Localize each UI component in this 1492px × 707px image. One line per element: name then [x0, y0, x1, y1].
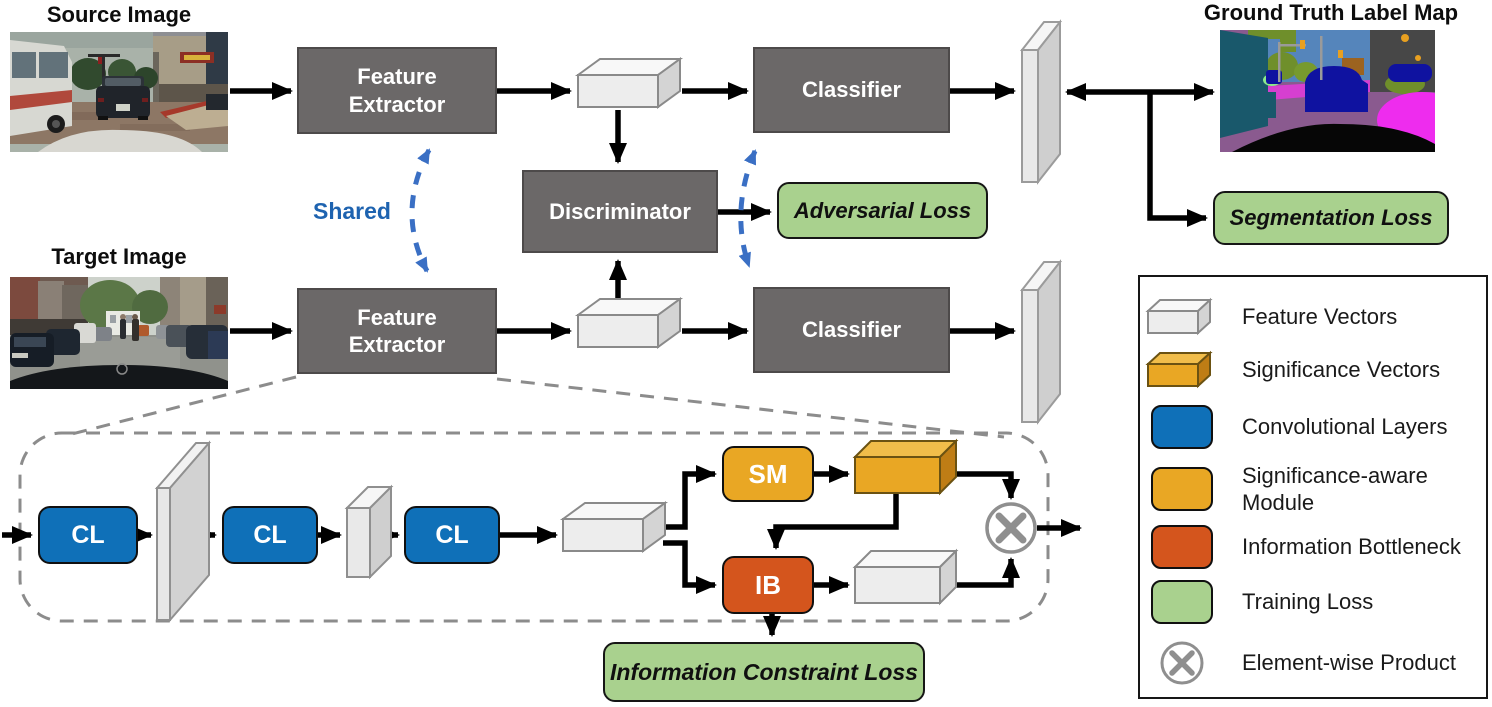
source-photo [10, 32, 228, 152]
feature-vector-source [577, 58, 681, 108]
legend-item-training-loss: Training Loss [1140, 580, 1486, 624]
target-image-title: Target Image [51, 244, 187, 269]
information-constraint-loss: Information Constraint Loss [603, 642, 925, 702]
conv-layer-3: CL [404, 506, 500, 564]
arrow-ib-output-to-product [953, 557, 1020, 588]
legend-item-significance-vectors: Significance Vectors [1140, 348, 1486, 392]
shared-arrow-classifiers [738, 149, 758, 268]
legend-panel: Feature Vectors Significance Vectors Con… [1138, 275, 1488, 699]
legend-item-information-bottleneck: Information Bottleneck [1140, 525, 1486, 569]
conv-layer-1: CL [38, 506, 138, 564]
adversarial-loss: Adversarial Loss [777, 182, 988, 239]
conv-feature-box [344, 484, 394, 580]
significance-aware-module: SM [722, 446, 814, 502]
feature-extractor-target: Feature Extractor [297, 288, 497, 374]
prediction-panel-source [1021, 21, 1061, 183]
element-wise-product-icon [1140, 639, 1224, 687]
legend-item-convolutional-layers: Convolutional Layers [1140, 405, 1486, 449]
classifier-source: Classifier [753, 47, 950, 133]
feature-vector-icon [1140, 295, 1224, 339]
target-photo [10, 277, 228, 389]
information-bottleneck: IB [722, 556, 814, 614]
legend-label: Information Bottleneck [1242, 534, 1461, 560]
segmentation-loss: Segmentation Loss [1213, 191, 1449, 245]
conv-feature-slab [154, 440, 212, 623]
shared-dashed-arrows [409, 148, 758, 273]
shared-arrow-extractors [409, 148, 432, 273]
legend-item-significance-aware-module: Significance-aware Module [1140, 460, 1486, 518]
discriminator: Discriminator [522, 170, 718, 253]
significance-aware-module-swatch [1140, 467, 1224, 511]
legend-label: Feature Vectors [1242, 304, 1398, 330]
legend-label: Element-wise Product [1242, 650, 1456, 676]
classifier-target: Classifier [753, 287, 950, 373]
convolutional-layer-swatch [1140, 405, 1224, 449]
arrow-significance-to-product [956, 471, 1020, 500]
feature-extractor-source: Feature Extractor [297, 47, 497, 134]
legend-label: Training Loss [1242, 589, 1374, 615]
significance-vector-icon [1140, 348, 1224, 392]
prediction-panel-target [1021, 261, 1061, 423]
ground-truth-label-map [1220, 30, 1435, 152]
zoom-connector-lines [63, 375, 1005, 439]
arrow-to-segmentation-loss [1147, 92, 1208, 227]
shared-label: Shared [313, 198, 391, 224]
source-image-title: Source Image [46, 2, 192, 27]
conv-layer-2: CL [222, 506, 318, 564]
feature-vector-ib-output [854, 550, 957, 604]
information-bottleneck-swatch [1140, 525, 1224, 569]
arrow-significance-to-ib [767, 492, 899, 550]
legend-item-feature-vectors: Feature Vectors [1140, 295, 1486, 339]
training-loss-swatch [1140, 580, 1224, 624]
feature-vector-conv [562, 502, 666, 552]
significance-vector [852, 438, 959, 496]
arrow-to-sm [663, 465, 717, 530]
ground-truth-title: Ground Truth Label Map [1203, 0, 1459, 25]
feature-vector-target [577, 298, 681, 348]
legend-label: Significance-aware Module [1242, 462, 1428, 516]
legend-item-element-wise-product: Element-wise Product [1140, 640, 1486, 686]
legend-label: Convolutional Layers [1242, 414, 1448, 440]
element-wise-product-icon [985, 502, 1037, 554]
legend-label: Significance Vectors [1242, 357, 1441, 383]
arrow-to-ib [663, 540, 717, 594]
